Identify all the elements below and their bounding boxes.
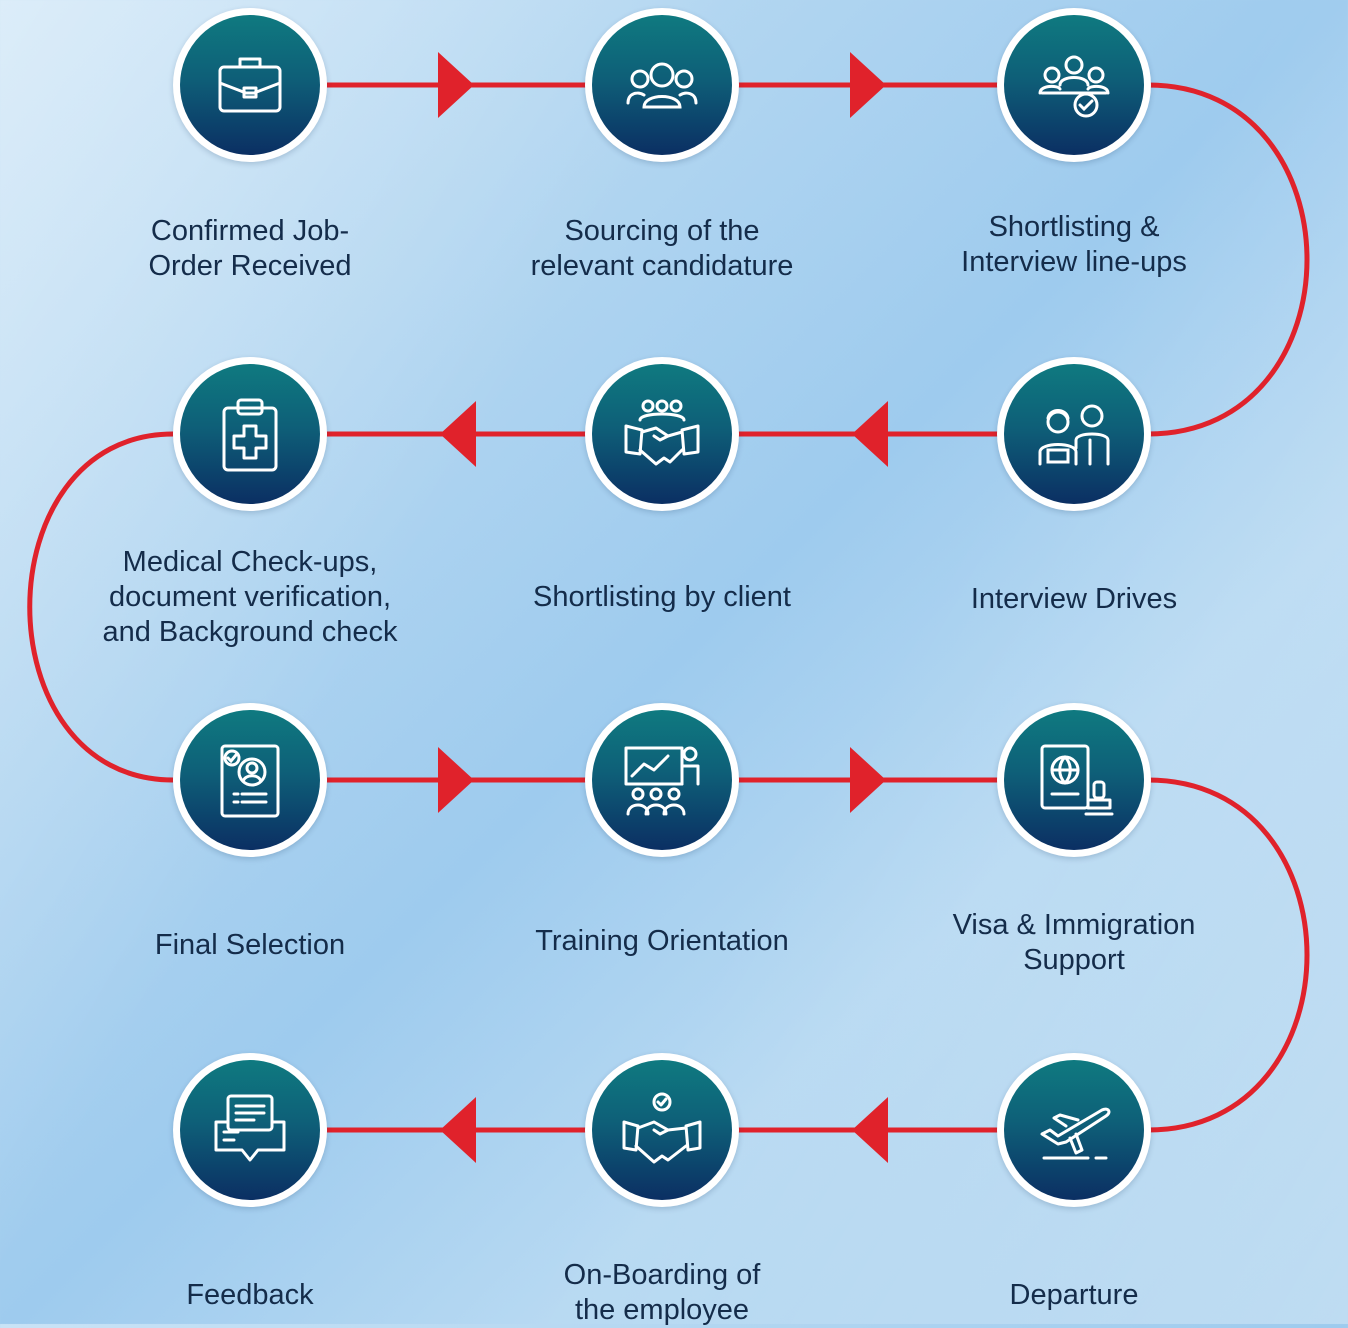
step-label-10: Departure bbox=[1009, 1279, 1139, 1311]
arrow-right-3 bbox=[438, 747, 474, 813]
arrow-right-1 bbox=[438, 52, 474, 118]
arrow-right-2 bbox=[850, 52, 886, 118]
step-label-6: Medical Check-ups,document verification,… bbox=[102, 546, 398, 648]
step-label-8: Training Orientation bbox=[535, 925, 789, 957]
arrow-left-3 bbox=[852, 1097, 888, 1163]
arrow-left-1 bbox=[852, 401, 888, 467]
step-node-10 bbox=[997, 1053, 1151, 1207]
step-label-7: Final Selection bbox=[154, 929, 346, 961]
group-icon bbox=[626, 62, 698, 109]
interview-icon bbox=[1038, 404, 1110, 466]
step-label-5: Shortlisting by client bbox=[533, 581, 791, 613]
step-node-7 bbox=[173, 703, 327, 857]
chat-bubbles-icon bbox=[214, 1094, 286, 1162]
step-node-11 bbox=[585, 1053, 739, 1207]
medical-clipboard-icon bbox=[222, 398, 278, 472]
step-label-12: Feedback bbox=[186, 1279, 314, 1311]
handshake-check-icon bbox=[622, 1092, 702, 1164]
presentation-icon bbox=[624, 746, 700, 816]
step-node-9 bbox=[997, 703, 1151, 857]
arrow-left-2 bbox=[440, 401, 476, 467]
step-node-6 bbox=[173, 357, 327, 511]
connector-curve-9-10 bbox=[1147, 777, 1310, 1133]
connector-curve-6-7 bbox=[27, 431, 174, 783]
airplane-icon bbox=[1040, 1107, 1111, 1160]
step-node-5 bbox=[585, 357, 739, 511]
step-label-1: Confirmed Job-Order Received bbox=[148, 215, 352, 282]
step-node-1 bbox=[173, 8, 327, 162]
passport-stamp-icon bbox=[1040, 744, 1114, 816]
step-label-4: Interview Drives bbox=[970, 583, 1178, 615]
step-node-2 bbox=[585, 8, 739, 162]
connector-curve-3-4 bbox=[1147, 82, 1310, 437]
team-check-icon bbox=[1038, 55, 1110, 118]
step-node-12 bbox=[173, 1053, 327, 1207]
profile-document-icon bbox=[220, 744, 280, 818]
briefcase-icon bbox=[218, 57, 282, 113]
arrow-right-4 bbox=[850, 747, 886, 813]
step-node-4 bbox=[997, 357, 1151, 511]
step-label-3: Shortlisting &Interview line-ups bbox=[961, 211, 1187, 278]
step-node-3 bbox=[997, 8, 1151, 162]
team-handshake-icon bbox=[624, 399, 700, 466]
arrow-left-4 bbox=[440, 1097, 476, 1163]
step-node-8 bbox=[585, 703, 739, 857]
